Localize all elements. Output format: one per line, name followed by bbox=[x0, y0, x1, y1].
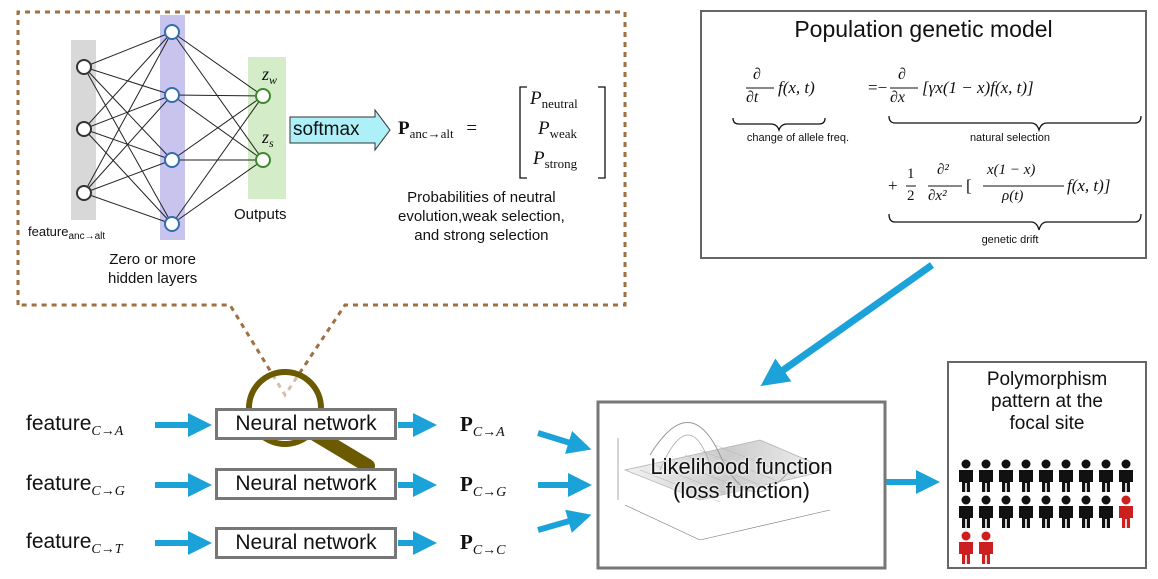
softmax-arrow bbox=[289, 108, 391, 152]
person-icon bbox=[1099, 459, 1113, 492]
feature-row-ct: featureC→T bbox=[26, 530, 123, 557]
p-row-ct: PC→C bbox=[460, 530, 506, 558]
eq-drift-tail: f(x, t)] bbox=[1067, 176, 1111, 195]
eq-half-bottom: 2 bbox=[907, 188, 915, 204]
person-icon bbox=[979, 495, 993, 528]
person-icon bbox=[999, 495, 1013, 528]
person-icon bbox=[959, 459, 973, 492]
surface-plot bbox=[617, 422, 832, 541]
p-neutral: Pneutral bbox=[530, 88, 578, 111]
feature-anc-label: featureanc→alt bbox=[28, 224, 106, 242]
eq-d2-top: ∂² bbox=[937, 162, 949, 178]
nn-output-nodes bbox=[255, 88, 271, 168]
p-weak: Pweak bbox=[538, 118, 578, 141]
pop-model-box bbox=[700, 10, 1147, 259]
p-row-cg: PC→G bbox=[460, 472, 507, 500]
people-icons bbox=[959, 459, 1133, 564]
softmax-label: softmax bbox=[293, 119, 360, 140]
nn-callout-outline bbox=[16, 10, 627, 398]
eq-lhs: f(x, t) bbox=[778, 78, 815, 97]
outputs-label: Outputs bbox=[234, 206, 287, 223]
eq-dx-top: ∂ bbox=[898, 66, 906, 83]
nn-edges-input-hidden bbox=[83, 31, 173, 225]
person-icon bbox=[959, 495, 973, 528]
probabilities-description: Probabilities of neutral evolution,weak … bbox=[398, 189, 565, 244]
eq-dt-bottom: ∂t bbox=[746, 89, 759, 106]
brace-label-change: change of allele freq. bbox=[746, 132, 850, 144]
eq-drift-top: x(1 − x) bbox=[987, 162, 1036, 178]
feature-row-cg: featureC→G bbox=[26, 472, 125, 499]
person-icon bbox=[999, 459, 1013, 492]
pipeline-arrows bbox=[155, 413, 940, 555]
likelihood-label: Likelihood function (loss function) bbox=[650, 454, 833, 503]
person-icon bbox=[979, 531, 993, 564]
feature-row-ca: featureC→A bbox=[26, 412, 124, 439]
person-icon bbox=[1079, 495, 1093, 528]
person-icon bbox=[959, 531, 973, 564]
hidden-layer-band bbox=[160, 15, 185, 240]
p-strong: Pstrong bbox=[533, 148, 578, 171]
person-icon bbox=[1059, 459, 1073, 492]
brace-selection bbox=[888, 115, 1142, 133]
brace-label-drift: genetic drift bbox=[981, 234, 1039, 246]
brace-label-selection: natural selection bbox=[969, 132, 1051, 144]
neural-network-box-cg[interactable]: Neural network bbox=[215, 468, 397, 500]
arrow-model-to-likelihood bbox=[760, 262, 935, 387]
zw-label: zw bbox=[262, 64, 278, 87]
eq-dt-top: ∂ bbox=[753, 66, 761, 83]
eq-selection-term: [γx(1 − x)f(x, t)] bbox=[922, 78, 1034, 97]
person-icon bbox=[1119, 495, 1133, 528]
nn-input-nodes bbox=[76, 59, 92, 201]
neural-network-box-ct[interactable]: Neural network bbox=[215, 527, 397, 559]
neural-network-box-ca[interactable]: Neural network bbox=[215, 408, 397, 440]
zs-label: zs bbox=[262, 127, 274, 150]
output-layer-band bbox=[248, 57, 286, 199]
person-icon bbox=[1099, 495, 1113, 528]
brace-change bbox=[732, 117, 826, 133]
pop-model-title: Population genetic model bbox=[794, 16, 1053, 42]
nn-hidden-nodes bbox=[164, 24, 180, 232]
person-icon bbox=[1039, 495, 1053, 528]
nn-edges-hidden-output bbox=[171, 31, 264, 225]
matrix-right-bracket bbox=[598, 86, 606, 179]
person-icon bbox=[1059, 495, 1073, 528]
polymorphism-title: Polymorphism pattern at the focal site bbox=[986, 369, 1108, 434]
matrix-left-bracket bbox=[519, 86, 527, 179]
brace-drift bbox=[888, 213, 1142, 231]
person-icon bbox=[1079, 459, 1093, 492]
eq-dx-bottom: ∂x bbox=[890, 89, 906, 106]
eq-d2-bottom: ∂x² bbox=[928, 188, 947, 204]
person-icon bbox=[1119, 459, 1133, 492]
person-icon bbox=[1019, 459, 1033, 492]
eq-plus: + bbox=[888, 176, 898, 195]
eq-drift-bottom: ρ(t) bbox=[1002, 188, 1024, 204]
eq-half-top: 1 bbox=[907, 166, 915, 182]
p-anc-alt: Panc→alt = bbox=[398, 118, 478, 141]
person-icon bbox=[1039, 459, 1053, 492]
eq-bracket-open: [ bbox=[966, 176, 972, 195]
person-icon bbox=[979, 459, 993, 492]
eq-equals: =− bbox=[868, 78, 888, 97]
hidden-layers-label: Zero or more hidden layers bbox=[108, 251, 198, 287]
p-row-ca: PC→A bbox=[460, 412, 505, 440]
person-icon bbox=[1019, 495, 1033, 528]
